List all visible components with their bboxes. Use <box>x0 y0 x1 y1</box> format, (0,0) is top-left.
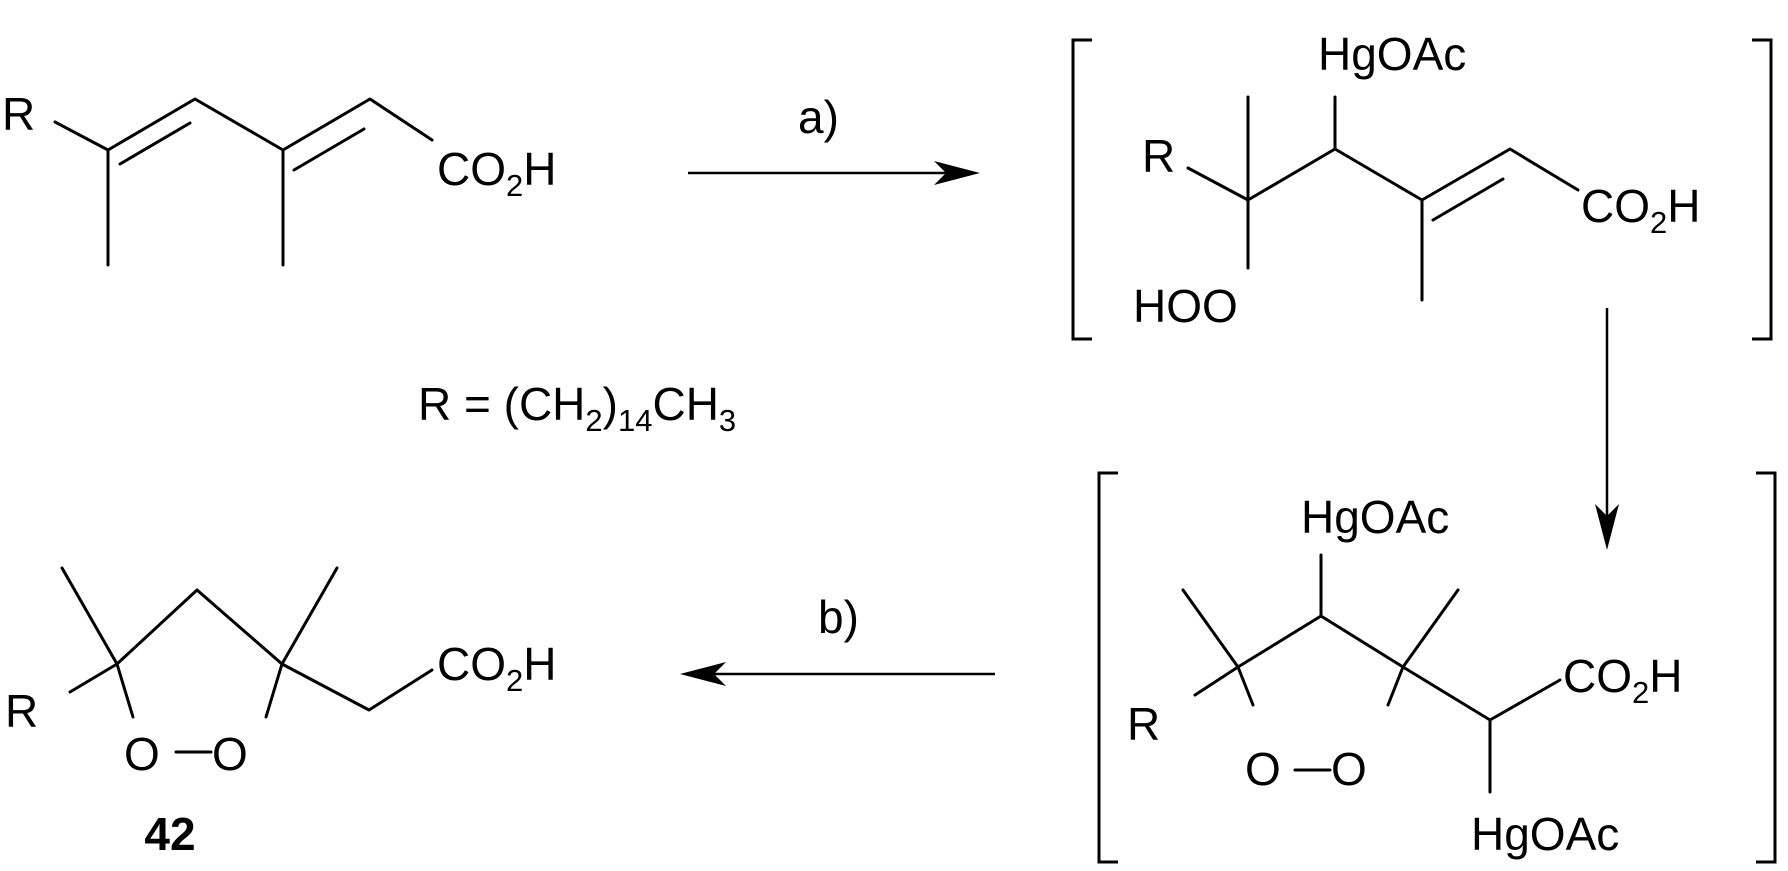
product-r-label: R <box>5 685 38 737</box>
arrow-down-head <box>1595 504 1619 550</box>
compound-number-label: 42 <box>144 808 195 860</box>
bracket-2-right <box>1756 471 1777 864</box>
product-oxygen-right: O <box>212 728 248 780</box>
r-definition: R = (CH2)14CH3 <box>418 378 736 438</box>
int2-hgoac-top-label: HgOAc <box>1301 491 1449 543</box>
int1-r-label: R <box>1142 130 1175 182</box>
arrow-b-head <box>680 662 726 686</box>
product-oxygen-left: O <box>124 728 160 780</box>
int2-methyl-left <box>1181 588 1240 669</box>
arrow-step-b: b) <box>680 591 995 686</box>
arrow-b-label: b) <box>818 591 859 643</box>
arrow-step-a: a) <box>688 91 980 185</box>
int2-r-bond <box>1193 665 1240 697</box>
int1-skeleton-bonds <box>1186 147 1580 202</box>
int1-hoo-label: HOO <box>1133 280 1238 332</box>
int2-side-chain-bonds <box>1401 665 1562 722</box>
sm-skeleton-bonds <box>53 97 434 152</box>
int2-oxygen-left: O <box>1245 743 1281 795</box>
int2-hgoac-bottom-label: HgOAc <box>1471 808 1619 860</box>
product-side-chain-bonds <box>280 662 434 712</box>
arrow-a-head <box>934 161 980 185</box>
sm-double-bond-1 <box>118 121 192 166</box>
intermediate-hydroperoxide: HgOAc R HOO CO2H <box>1071 28 1773 341</box>
product-ring-bonds <box>115 588 284 719</box>
int1-double-bond <box>1431 177 1505 222</box>
sm-carboxyl-label: CO2H <box>437 143 556 203</box>
bracket-2-left <box>1097 471 1118 864</box>
product-methyl-right <box>280 566 339 666</box>
int2-ring-bonds <box>1236 614 1405 707</box>
arrow-down <box>1595 308 1619 550</box>
product-r-bond <box>68 662 119 694</box>
int2-carboxyl-label: CO2H <box>1563 650 1682 710</box>
int2-r-label: R <box>1127 698 1160 750</box>
sm-double-bond-2 <box>292 127 366 172</box>
arrow-a-label: a) <box>798 91 839 143</box>
int1-carboxyl-label: CO2H <box>1581 180 1700 240</box>
product-42: R O O CO2H 42 <box>5 566 556 860</box>
product-methyl-left <box>60 566 119 666</box>
product-carboxyl-label: CO2H <box>437 638 556 698</box>
intermediate-dioxolane: HgOAc R O O CO2H HgOAc <box>1097 471 1777 864</box>
sm-r-label: R <box>2 88 35 140</box>
int2-methyl-right <box>1401 588 1460 669</box>
starting-material: R CO2H <box>2 88 556 267</box>
bracket-1-right <box>1752 38 1773 341</box>
bracket-1-left <box>1071 38 1092 341</box>
int2-oxygen-right: O <box>1331 743 1367 795</box>
int1-hgoac-label: HgOAc <box>1318 28 1466 80</box>
